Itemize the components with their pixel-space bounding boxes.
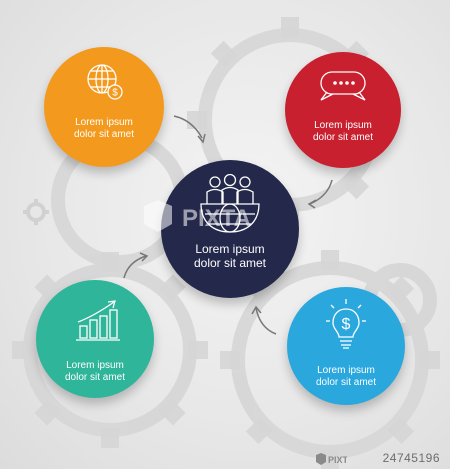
node-label: Lorem ipsum dolor sit amet <box>285 120 401 144</box>
node-label-line2: dolor sit amet <box>73 129 135 140</box>
node-bottom-left: Lorem ipsum dolor sit amet <box>36 280 154 398</box>
node-label: Lorem ipsum dolor sit amet <box>287 365 405 389</box>
speech-bubble-icon <box>320 71 366 101</box>
node-center: Lorem ipsum dolor sit amet <box>161 160 299 298</box>
footer-brand: PIXTA <box>328 455 347 465</box>
node-label-line2: dolor sit amet <box>315 377 377 388</box>
bar-chart-growth-icon <box>76 300 120 341</box>
node-label-line2: dolor sit amet <box>312 132 374 143</box>
arrow-topright-to-center <box>307 179 333 209</box>
gear-teeth-bottom-left <box>12 252 208 448</box>
node-label-line1: Lorem ipsum <box>75 117 133 128</box>
node-label-line1: Lorem ipsum <box>314 120 372 131</box>
node-label: Lorem ipsum dolor sit amet <box>36 360 154 384</box>
node-label-line2: dolor sit amet <box>64 372 126 383</box>
watermark-text: PIXTA <box>182 205 251 232</box>
watermark-logo: PIXTA <box>144 200 251 232</box>
node-label-line2: dolor sit amet <box>193 256 267 270</box>
node-label-line1: Lorem ipsum <box>66 360 124 371</box>
team-globe-icon <box>200 174 260 233</box>
node-top-left: $ Lorem ipsum dolor sit amet <box>44 47 164 167</box>
svg-text:$: $ <box>342 316 351 333</box>
node-bottom-right: $ Lorem ipsum dolor sit amet <box>287 287 405 405</box>
node-label: Lorem ipsum dolor sit amet <box>161 242 299 270</box>
arrow-bottomleft-to-center <box>123 252 149 279</box>
lightbulb-dollar-icon: $ <box>326 299 366 349</box>
footer-logo: PIXTA <box>316 453 347 465</box>
gear-small-left-icon <box>23 199 49 225</box>
node-label-line1: Lorem ipsum <box>195 242 265 256</box>
footer-image-id: 24745196 <box>382 451 440 465</box>
node-top-right: Lorem ipsum dolor sit amet <box>285 52 401 168</box>
arrow-bottomright-to-center <box>251 305 277 335</box>
svg-text:$: $ <box>112 88 118 99</box>
node-label-line1: Lorem ipsum <box>317 365 375 376</box>
arrow-topleft-to-center <box>173 115 206 144</box>
globe-dollar-icon: $ <box>87 64 123 100</box>
node-label: Lorem ipsum dolor sit amet <box>44 117 164 141</box>
